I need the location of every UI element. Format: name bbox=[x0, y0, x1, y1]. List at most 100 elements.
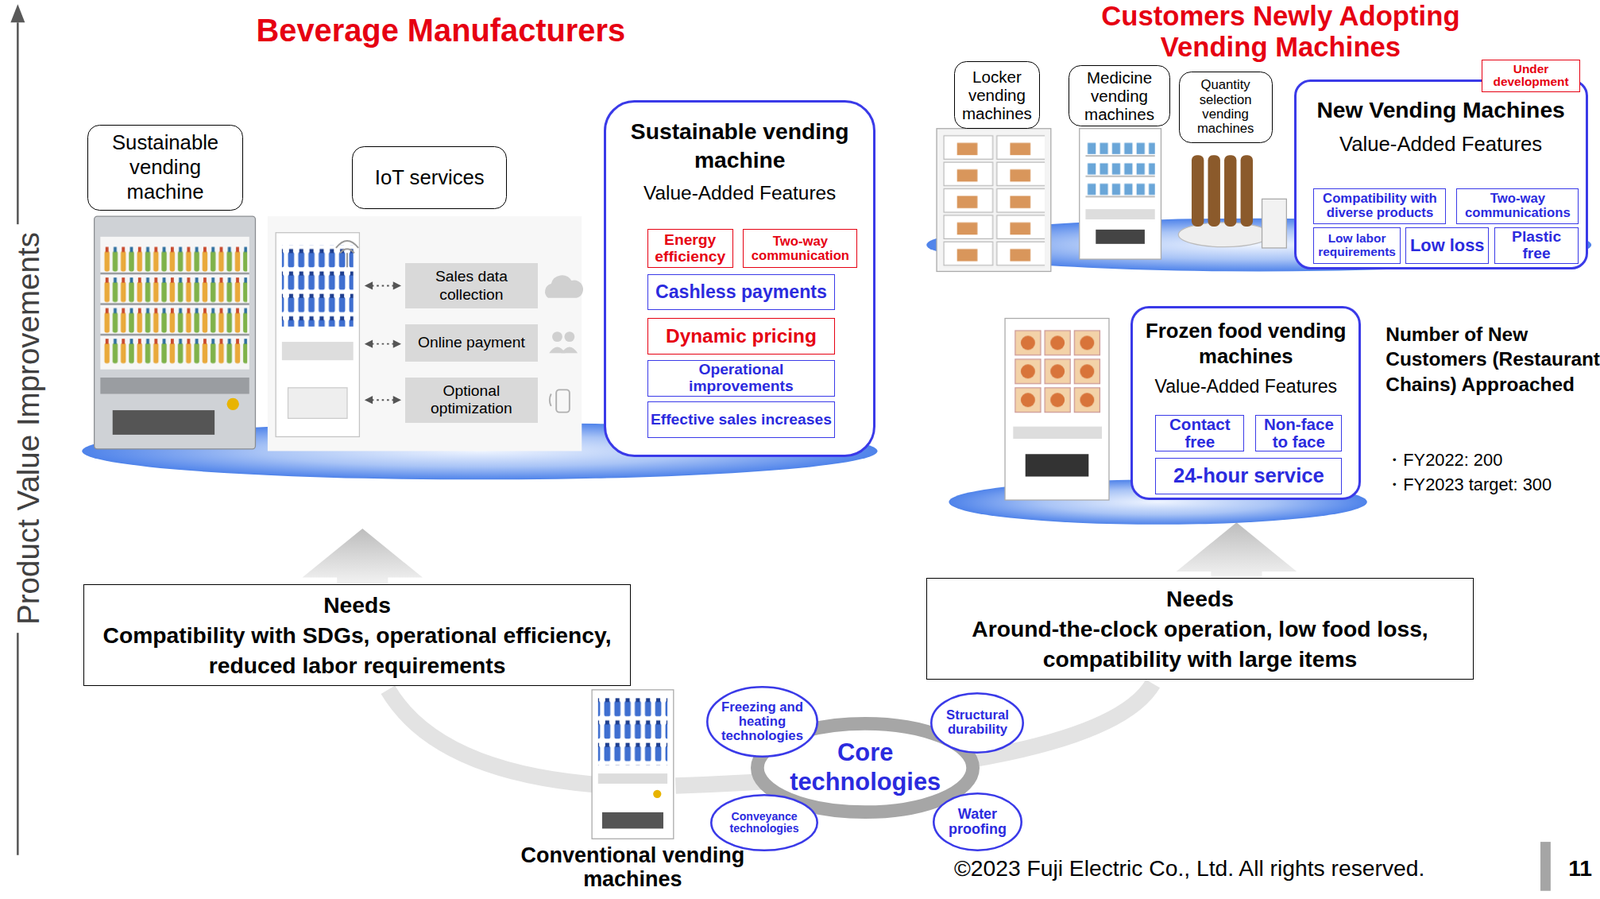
feature-box: Effective sales increases bbox=[647, 401, 835, 438]
outline-ellipse bbox=[707, 686, 817, 756]
stat-value: ・FY2023 target: 300 bbox=[1385, 474, 1552, 495]
conventional-machine bbox=[598, 697, 668, 766]
feature-panel: Frozen food vending machinesValue-Added … bbox=[1130, 305, 1361, 500]
shelf bbox=[100, 333, 249, 337]
text-group: Locker vending machines bbox=[958, 67, 1036, 123]
box-text: Quantity selection vending machines bbox=[1183, 77, 1268, 136]
arrow-head bbox=[364, 281, 373, 290]
box-text: Contact free bbox=[1158, 415, 1242, 451]
text-group: New Vending MachinesValue-Added Features bbox=[1300, 96, 1582, 157]
feature-box: Plastic free bbox=[1494, 227, 1580, 264]
medicine-machine bbox=[1085, 137, 1155, 199]
people-icon bbox=[552, 331, 563, 342]
conventional-machine bbox=[591, 689, 674, 839]
axis-label: Product Value Improvements bbox=[10, 224, 47, 633]
box-text: Optional optimization bbox=[409, 382, 534, 418]
box-heading: New Vending Machines bbox=[1300, 96, 1582, 124]
text-group: Contact free bbox=[1158, 415, 1242, 451]
text-group: Conveyance technologies bbox=[720, 810, 808, 835]
data-arrow bbox=[371, 285, 395, 400]
text-group: Low loss bbox=[1408, 235, 1487, 256]
text-group: Sustainable vending machine bbox=[92, 130, 239, 204]
data-arrow bbox=[371, 398, 395, 401]
text-group: Freezing and heating technologies bbox=[716, 699, 809, 743]
arrow-head bbox=[364, 281, 402, 404]
box-text: IoT services bbox=[356, 165, 503, 190]
box-text: Conveyance technologies bbox=[720, 810, 808, 835]
medicine-machine bbox=[1079, 128, 1162, 259]
box-text: Dynamic pricing bbox=[649, 325, 832, 347]
box-text: Value-Added Features bbox=[1136, 374, 1355, 398]
feature-box: Two-way communications bbox=[1456, 188, 1579, 225]
frozen-machine bbox=[1004, 318, 1110, 501]
text-group: Dynamic pricing bbox=[649, 325, 832, 347]
box-text: 24-hour service bbox=[1158, 464, 1340, 487]
box-text: Value-Added Features bbox=[1300, 131, 1582, 157]
quantity-machine bbox=[1178, 222, 1271, 248]
conventional-machine bbox=[653, 789, 661, 798]
phone-icon bbox=[556, 389, 570, 412]
box-text: Sales data collection bbox=[409, 267, 534, 303]
locker-machine bbox=[942, 134, 1045, 267]
feature-box: Two-way communication bbox=[742, 228, 858, 268]
text-group: Plastic free bbox=[1496, 228, 1576, 263]
frozen-machine bbox=[1025, 453, 1090, 476]
machine-label: Locker vending machines bbox=[954, 61, 1040, 129]
box-text: Sustainable vending machine bbox=[92, 130, 239, 204]
text-group: NeedsCompatibility with SDGs, operationa… bbox=[88, 589, 626, 681]
outline-ellipse bbox=[711, 795, 817, 851]
page-number: 11 bbox=[1568, 854, 1593, 882]
feature-box: Compatibility with diverse products bbox=[1313, 188, 1446, 225]
text-group: Operational improvements bbox=[649, 361, 832, 395]
box-text: Non-face to face bbox=[1258, 415, 1340, 451]
box-text: Operational improvements bbox=[649, 361, 832, 395]
service-box: Optional optimization bbox=[405, 377, 538, 423]
technology-circle: Conveyance technologies bbox=[710, 793, 819, 851]
text-group: Structural durability bbox=[940, 707, 1014, 737]
text-group: Quantity selection vending machines bbox=[1183, 77, 1268, 136]
box-text: Plastic free bbox=[1496, 228, 1576, 263]
text-group: 24-hour service bbox=[1158, 464, 1340, 487]
text-group: Water proofing bbox=[942, 806, 1013, 838]
outline-ellipse bbox=[933, 792, 1021, 850]
feature-box: Low labor requirements bbox=[1313, 227, 1400, 264]
feature-box: Cashless payments bbox=[647, 274, 835, 310]
text-group: Two-way communications bbox=[1459, 191, 1577, 221]
text-group: Low labor requirements bbox=[1316, 231, 1398, 259]
locker-machine bbox=[936, 128, 1052, 272]
needs-arrow bbox=[1176, 521, 1297, 577]
text-group: Online payment bbox=[409, 333, 534, 352]
conventional-machine bbox=[591, 689, 674, 839]
iot-illustration bbox=[288, 387, 348, 419]
box-text: Compatibility with SDGs, operational eff… bbox=[88, 619, 626, 681]
box-text: Effective sales increases bbox=[649, 411, 832, 429]
text-group: Medicine vending machines bbox=[1073, 68, 1166, 124]
iot-illustration bbox=[282, 244, 354, 327]
box-text: Value-Added Features bbox=[610, 180, 870, 205]
feature-box: Operational improvements bbox=[647, 359, 835, 397]
data-arrow bbox=[371, 284, 395, 286]
box-text: Two-way communications bbox=[1459, 191, 1577, 221]
data-arrow bbox=[371, 343, 395, 345]
box-text: Low loss bbox=[1408, 235, 1487, 256]
box-text: Online payment bbox=[409, 333, 534, 352]
iot-illustration bbox=[267, 216, 582, 451]
text-group: NeedsAround-the-clock operation, low foo… bbox=[931, 583, 1469, 674]
technology-circle: Structural durability bbox=[930, 691, 1025, 754]
sustainable-machine bbox=[100, 377, 249, 395]
quantity-machine bbox=[1240, 154, 1253, 227]
status-badge: Under development bbox=[1481, 59, 1580, 93]
arrow-head bbox=[364, 339, 373, 348]
text-group: Under development bbox=[1484, 62, 1577, 89]
box-text: Under development bbox=[1484, 62, 1577, 89]
box-text: Cashless payments bbox=[649, 282, 832, 302]
text-group: Two-way communication bbox=[745, 234, 855, 263]
box-heading: Frozen food vending machines bbox=[1136, 318, 1355, 369]
conventional-machine bbox=[598, 772, 668, 784]
arrow-head bbox=[393, 395, 402, 404]
box-text: Medicine vending machines bbox=[1073, 68, 1166, 124]
box-text: Locker vending machines bbox=[958, 67, 1036, 123]
cloud-icon bbox=[544, 274, 584, 298]
sustainable-machine bbox=[94, 216, 256, 449]
